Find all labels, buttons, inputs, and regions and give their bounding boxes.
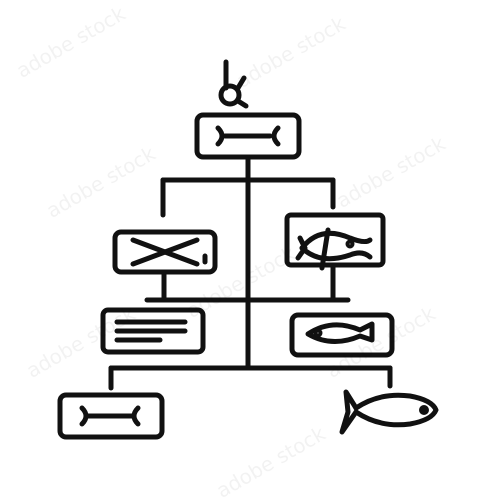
right-card	[284, 212, 386, 271]
left-card	[112, 229, 218, 275]
root-card	[194, 112, 302, 160]
fish-bone-icon	[79, 405, 141, 427]
fish-icon	[305, 321, 375, 344]
bottom-right-fish	[339, 389, 439, 435]
text-card	[100, 307, 206, 355]
right-fish-card	[289, 312, 395, 358]
text-lines-icon	[114, 319, 188, 343]
fish-bone-icon	[215, 125, 281, 147]
claw-hook-icon	[218, 59, 249, 109]
fish-bone-icon	[130, 237, 208, 267]
fish-icon	[295, 227, 373, 271]
bottom-left-card	[57, 392, 165, 440]
stock-id: 1829892844	[0, 363, 2, 430]
connector-lines	[108, 154, 393, 391]
